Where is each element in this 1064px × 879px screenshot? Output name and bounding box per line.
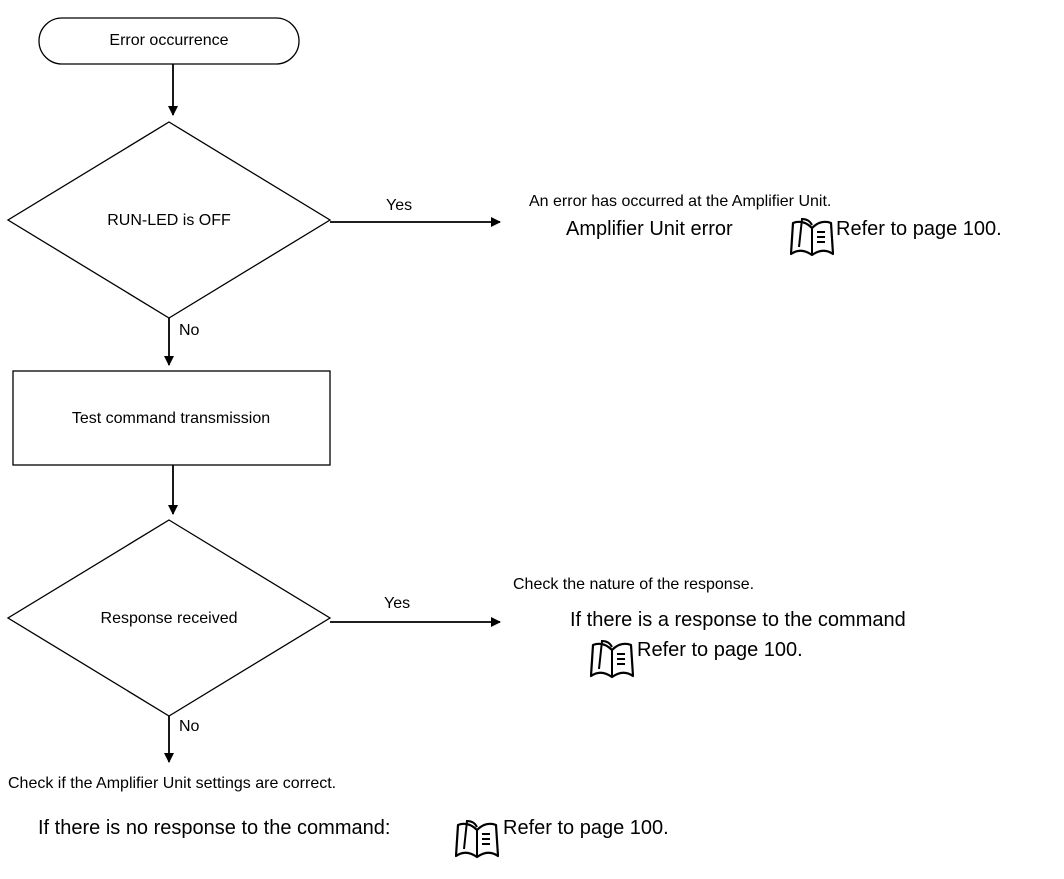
decision1-label: RUN-LED is OFF bbox=[107, 212, 231, 229]
manual-book-icon bbox=[790, 217, 834, 257]
decision2-yes-result-heading: Check the nature of the response. bbox=[513, 576, 755, 593]
decision1-yes-label: Yes bbox=[386, 197, 413, 214]
start-terminator bbox=[38, 17, 300, 65]
decision2-yes-result-detail: If there is a response to the command bbox=[570, 609, 906, 631]
decision1-result-reference: Refer to page 100. bbox=[836, 218, 1002, 240]
start-label: Error occurrence bbox=[109, 32, 229, 49]
decision2-yes-result-reference: Refer to page 100. bbox=[637, 639, 803, 661]
decision2-no-label: No bbox=[179, 718, 200, 735]
decision2-label: Response received bbox=[100, 610, 238, 627]
decision2-no-result-reference: Refer to page 100. bbox=[503, 817, 669, 839]
decision2-yes-label: Yes bbox=[384, 595, 411, 612]
manual-book-icon bbox=[590, 639, 634, 679]
decision1-no-label: No bbox=[179, 322, 200, 339]
process-label: Test command transmission bbox=[71, 410, 271, 427]
decision1-result-heading: An error has occurred at the Amplifier U… bbox=[529, 193, 832, 210]
process-box bbox=[12, 370, 331, 466]
decision1-result-detail: Amplifier Unit error bbox=[566, 218, 733, 240]
manual-book-icon bbox=[455, 819, 499, 859]
decision2-no-result-detail: If there is no response to the command: bbox=[38, 817, 391, 839]
decision2-no-result-heading: Check if the Amplifier Unit settings are… bbox=[8, 775, 337, 792]
